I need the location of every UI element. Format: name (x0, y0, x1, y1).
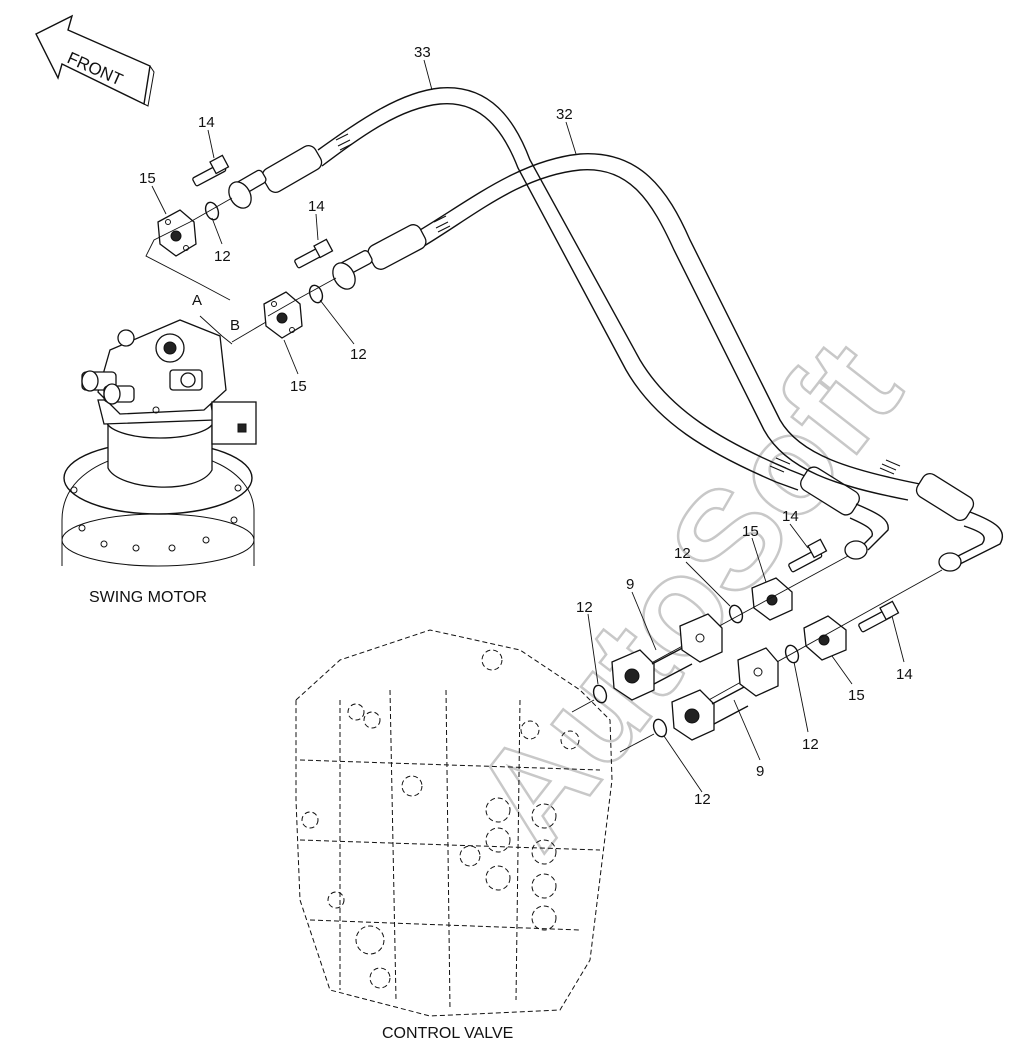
callout-12: 12 (214, 248, 231, 265)
callout-9: 9 (626, 576, 634, 593)
watermark: AutoSoft (442, 313, 930, 875)
callout-33: 33 (414, 44, 431, 61)
callout-15: 15 (139, 170, 156, 187)
callout-9: 9 (756, 763, 764, 780)
hose-33 (228, 87, 889, 560)
callout-12: 12 (802, 736, 819, 753)
control-valve-label: CONTROL VALVE (382, 1025, 513, 1042)
adapter-9-lower (671, 647, 779, 741)
lower-fitting-set-b (679, 569, 943, 717)
front-arrow: FRONT (35, 14, 155, 107)
callout-14: 14 (198, 114, 215, 131)
callout-numbers: 33 32 14 15 12 14 12 15 12 9 12 15 14 12… (139, 44, 913, 808)
callout-12: 12 (350, 346, 367, 363)
callout-32: 32 (556, 106, 573, 123)
front-label: FRONT (64, 48, 125, 89)
swing-motor-label: SWING MOTOR (89, 589, 207, 606)
callout-15: 15 (290, 378, 307, 395)
callout-12: 12 (576, 599, 593, 616)
callout-12: 12 (694, 791, 711, 808)
callout-14: 14 (896, 666, 913, 683)
control-valve (295, 629, 613, 1017)
callout-12: 12 (674, 545, 691, 562)
swing-motor (61, 315, 257, 567)
port-label-b: B (230, 317, 240, 334)
upper-fitting-set-a (145, 154, 233, 301)
upper-fitting-set-b (231, 238, 337, 343)
callout-15: 15 (848, 687, 865, 704)
callout-14: 14 (308, 198, 325, 215)
callout-14: 14 (782, 508, 799, 525)
lower-fitting-set-a (619, 538, 849, 681)
o-ring-12-a (592, 684, 608, 704)
adapter-9-upper (611, 613, 723, 701)
hose-32 (332, 153, 1004, 572)
callout-leaders (151, 59, 905, 793)
o-ring-12-b (652, 718, 668, 738)
port-label-a: A (192, 292, 202, 309)
callout-15: 15 (742, 523, 759, 540)
